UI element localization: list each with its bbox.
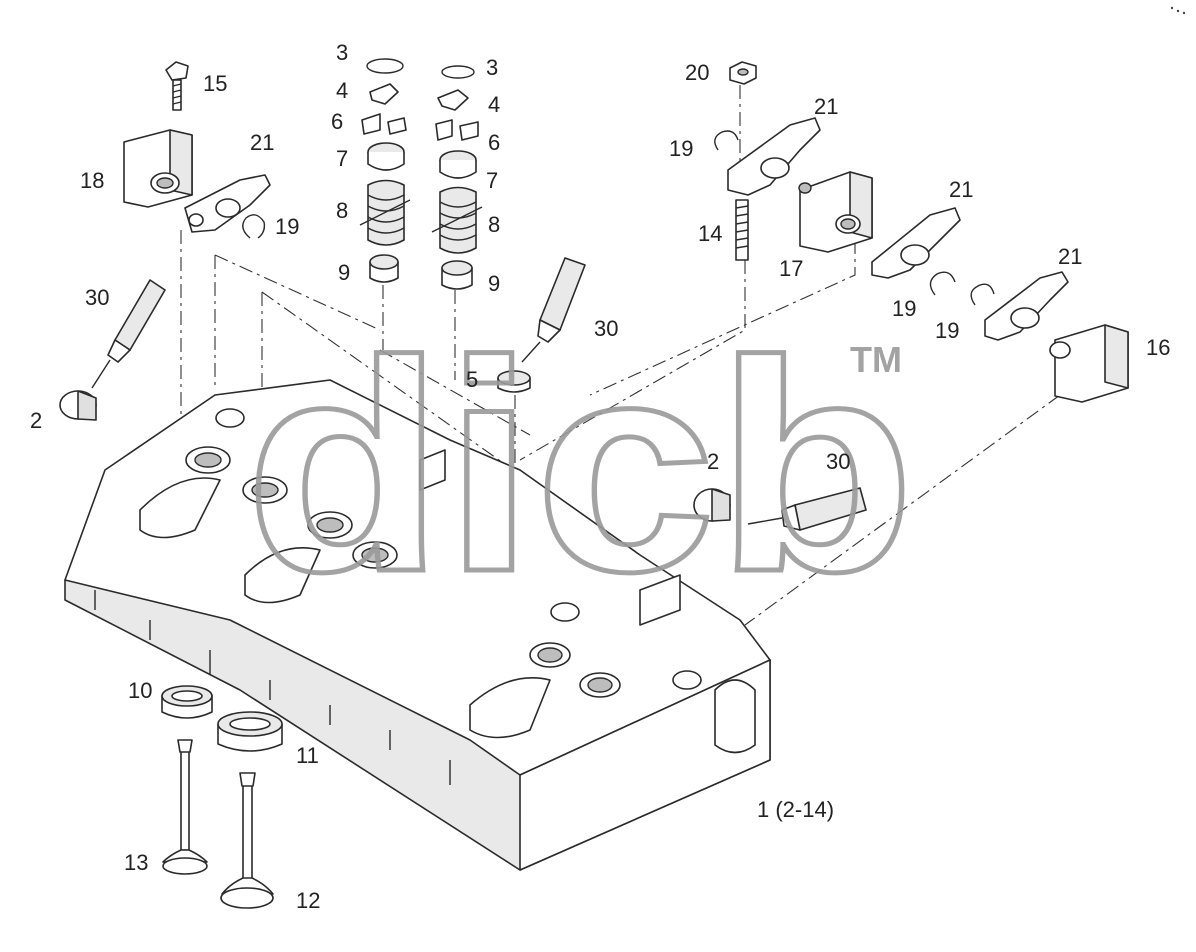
callout-18: 18: [80, 168, 104, 193]
callout-4-left: 4: [336, 78, 348, 103]
callout-9-left: 9: [338, 260, 350, 285]
callout-19-left: 19: [275, 214, 299, 239]
callout-20: 20: [685, 60, 709, 85]
callout-3-left: 3: [336, 40, 348, 65]
callout-3-right: 3: [486, 55, 498, 80]
plug-2-right: [693, 488, 731, 522]
circlip-19-middle: [929, 271, 956, 296]
circlip-19-left: [242, 214, 266, 239]
rocker-arm-21-middle: [871, 207, 961, 279]
callout-2-left: 2: [30, 408, 42, 433]
rocker-support-18: [123, 129, 193, 208]
callout-8-right: 8: [488, 212, 500, 237]
watermark-text: dicb: [245, 298, 915, 634]
callout-30-left: 30: [85, 285, 109, 310]
callout-5: 5: [466, 367, 478, 392]
callout-8-left: 8: [336, 198, 348, 223]
circlip-19-upper: [714, 130, 739, 151]
callout-1-assembly: 1 (2-14): [757, 797, 834, 822]
valve-seat-10: [161, 685, 213, 719]
rocker-arm-21-upper: [727, 117, 821, 196]
valve-seal-5: [497, 370, 531, 393]
rocker-arm-21-right: [984, 271, 1069, 341]
callout-21-right: 21: [1058, 244, 1082, 269]
watermark: dicb TM: [243, 296, 918, 637]
valve-seat-11: [217, 711, 283, 752]
adjusting-screw-14: [735, 199, 749, 261]
corner-mark: [1170, 6, 1186, 15]
callout-19-right: 19: [935, 318, 959, 343]
callout-7-right: 7: [486, 168, 498, 193]
callout-10: 10: [128, 678, 152, 703]
callout-labels: 15 18 21 19 30 2 3 4 6 7 8 9 3 4 6 7 8 9…: [30, 40, 1170, 913]
callout-15: 15: [203, 71, 227, 96]
callout-12: 12: [296, 888, 320, 913]
callout-2-right: 2: [707, 449, 719, 474]
callout-6-left: 6: [331, 109, 343, 134]
callout-13: 13: [124, 850, 148, 875]
callout-30-right: 30: [826, 449, 850, 474]
rocker-support-17: [798, 171, 873, 253]
callout-21-middle: 21: [949, 177, 973, 202]
callout-19-upper: 19: [669, 136, 693, 161]
callout-6-right: 6: [488, 130, 500, 155]
nut-20: [729, 61, 757, 85]
callout-9-right: 9: [488, 271, 500, 296]
callout-16: 16: [1146, 335, 1170, 360]
callout-7-left: 7: [336, 146, 348, 171]
valve-12: [220, 772, 274, 909]
callout-14: 14: [698, 221, 722, 246]
valve-spring-stack-right: [431, 65, 483, 290]
callout-4-right: 4: [488, 92, 500, 117]
callout-21-left: 21: [250, 130, 274, 155]
sealant-tube-30-left: [91, 279, 166, 389]
sealant-tube-30-right: [747, 487, 867, 531]
callout-11: 11: [296, 743, 319, 768]
callout-21-upper: 21: [814, 94, 838, 119]
trademark-symbol: TM: [850, 339, 902, 380]
rocker-support-16: [1049, 324, 1129, 403]
rocker-arm-21-left: [184, 174, 271, 233]
cylinder-head: [64, 379, 771, 871]
callout-30-middle: 30: [594, 316, 618, 341]
bolt-15: [165, 61, 189, 111]
circlip-19-right: [970, 283, 995, 306]
valve-pockets: [185, 408, 702, 698]
valve-spring-stack-left: [359, 58, 411, 283]
callout-17: 17: [779, 256, 803, 281]
valve-13: [162, 739, 208, 875]
plug-2-left: [59, 390, 97, 421]
callout-19-middle: 19: [892, 296, 916, 321]
sealant-tube-30-middle: [521, 257, 586, 363]
